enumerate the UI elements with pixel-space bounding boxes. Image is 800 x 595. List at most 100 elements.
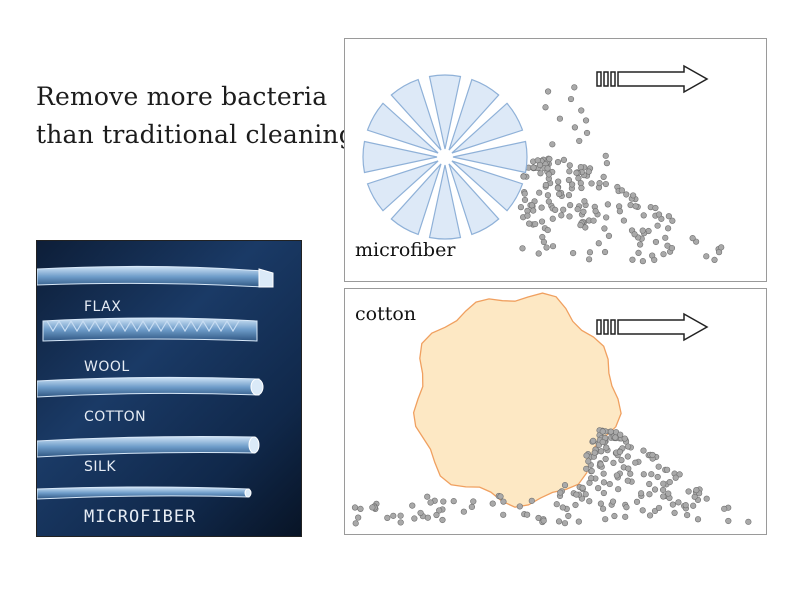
bacteria-particle — [599, 428, 606, 435]
bacteria-particle — [352, 520, 359, 527]
bacteria-particle — [624, 453, 631, 460]
bacteria-particle — [566, 162, 573, 169]
bacteria-particle — [575, 518, 582, 525]
bacteria-particle — [672, 474, 679, 481]
star-wedge — [448, 78, 500, 151]
bacteria-particle — [635, 249, 642, 256]
bacteria-particle — [600, 479, 608, 486]
bacteria-particle — [682, 502, 689, 509]
bacteria-particle — [574, 206, 581, 213]
bacteria-particle — [397, 519, 404, 526]
bacteria-particle — [671, 509, 678, 516]
bacteria-particle — [609, 498, 617, 505]
bacteria-particle — [610, 459, 617, 466]
bacteria-particle — [632, 459, 639, 466]
star-wedge — [390, 163, 442, 236]
bacteria-particle — [639, 227, 646, 234]
bacteria-particle — [530, 207, 537, 214]
bacteria-particle — [542, 104, 549, 111]
bacteria-particle — [604, 201, 611, 208]
bacteria-particle — [573, 491, 580, 498]
bacteria-particle — [520, 173, 527, 180]
bacteria-particle — [572, 501, 579, 509]
bacteria-particle — [561, 520, 569, 527]
bacteria-particle — [597, 500, 604, 507]
bacteria-particle — [397, 512, 404, 519]
bacteria-particle — [630, 192, 637, 199]
bacteria-particle — [627, 201, 634, 209]
bacteria-particle — [450, 498, 457, 505]
bacteria-particle — [646, 491, 653, 498]
bacteria-particle — [571, 124, 578, 131]
bacteria-particle — [576, 137, 583, 145]
bacteria-particle — [603, 160, 610, 167]
bacteria-particle — [546, 155, 553, 163]
cotton-label: cotton — [355, 303, 417, 325]
bacteria-particle — [725, 517, 732, 525]
bacteria-particle — [497, 493, 504, 500]
bacteria-particle — [553, 501, 560, 508]
bacteria-particle — [618, 187, 625, 194]
bacteria-particle — [590, 217, 597, 224]
bacteria-particle — [556, 190, 563, 198]
bacteria-particle — [571, 84, 578, 91]
bacteria-particle — [538, 218, 546, 225]
microfiber-label: microfiber — [355, 239, 456, 261]
star-wedge — [366, 102, 439, 154]
bacteria-particle — [665, 490, 672, 497]
bacteria-particle — [625, 443, 632, 450]
cotton-blob-shape — [412, 292, 622, 508]
bacteria-particle — [526, 220, 533, 227]
bacteria-particle — [536, 161, 544, 169]
bacteria-particle — [460, 508, 467, 515]
bacteria-particle — [577, 222, 584, 229]
bacteria-particle — [655, 463, 662, 470]
bacteria-particle — [569, 181, 576, 188]
cotton-fiber — [37, 376, 260, 398]
bacteria-particle — [655, 211, 663, 218]
bacteria-particle — [351, 504, 359, 511]
bacteria-particle — [583, 465, 590, 472]
bacteria-particle — [565, 512, 572, 520]
star-wedge — [448, 163, 500, 236]
bacteria-particle — [582, 117, 590, 124]
bacteria-particle — [652, 204, 659, 212]
bacteria-particle — [369, 504, 376, 511]
bacteria-particle — [355, 514, 362, 521]
star-wedge — [452, 140, 528, 174]
bacteria-particle — [538, 204, 545, 211]
bacteria-particle — [567, 95, 575, 103]
bacteria-particle — [545, 171, 553, 178]
bacteria-particle — [654, 473, 661, 481]
bacteria-particle — [625, 465, 632, 472]
bacteria-particle — [623, 504, 630, 511]
bacteria-particle — [592, 208, 599, 215]
bacteria-particle — [566, 168, 573, 175]
bacteria-particle — [560, 156, 568, 163]
bacteria-particle — [566, 213, 573, 220]
bacteria-particle — [669, 501, 676, 508]
bacteria-particle — [602, 180, 609, 188]
bacteria-particle — [600, 470, 607, 477]
bacteria-particle — [664, 466, 671, 473]
bacteria-particle — [578, 107, 585, 114]
bacteria-particle — [640, 471, 647, 478]
bacteria-particle — [554, 158, 562, 166]
bacteria-particle — [595, 485, 602, 492]
bacteria-particle — [601, 225, 608, 232]
bacteria-particle — [690, 502, 697, 509]
fiber-label-flax: FLAX — [84, 299, 122, 315]
bacteria-particle — [693, 487, 700, 494]
bacteria-particle — [521, 196, 529, 204]
bacteria-particle — [703, 253, 710, 260]
bacteria-particle — [424, 514, 431, 521]
bacteria-particle — [602, 152, 609, 159]
bacteria-particle — [528, 202, 536, 209]
fiber-label-cotton: COTTON — [84, 409, 147, 425]
bacteria-particle — [530, 164, 537, 171]
bacteria-particle — [543, 244, 550, 251]
bacteria-particle — [652, 238, 660, 246]
bacteria-particle — [721, 505, 728, 512]
bacteria-particle — [537, 170, 544, 177]
bacteria-particle — [554, 184, 561, 192]
